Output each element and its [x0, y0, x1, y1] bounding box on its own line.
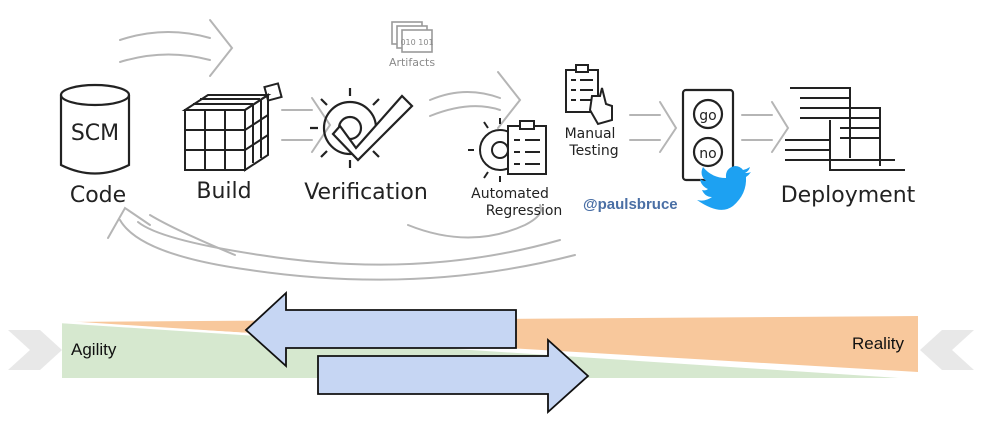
twitter-bird-icon	[697, 166, 751, 210]
stage-code	[59, 83, 131, 175]
reality-label: Reality	[852, 334, 904, 353]
artifacts-label: Artifacts	[389, 56, 435, 69]
flow-arrows	[107, 19, 790, 281]
feedback-arrow-outer	[119, 219, 576, 281]
traffic-light-icon	[681, 88, 735, 182]
stage-label-regression-1: Automated	[471, 186, 549, 202]
flow-arrow-to-gate	[629, 101, 678, 153]
artifacts-icon	[391, 21, 433, 53]
clipboard-hand-icon	[565, 64, 613, 126]
cube-grid-icon	[181, 82, 283, 172]
flow-arrow-build-to-verify	[281, 97, 332, 153]
spectrum-bar	[8, 290, 974, 415]
gear-check-icon	[310, 88, 414, 168]
stage-label-deployment: Deployment	[781, 183, 916, 208]
arrow-toward-reality	[317, 337, 590, 415]
flow-arrow-to-deploy	[741, 101, 790, 153]
flow-arrow-verify-to-regression	[429, 71, 522, 129]
side-arrow-right	[920, 330, 974, 370]
stage-label-manual-2: Testing	[568, 143, 618, 159]
gate-no: no	[699, 146, 716, 162]
gate-go: go	[699, 108, 716, 124]
servers-icon	[785, 87, 905, 171]
arrow-toward-agility	[244, 290, 517, 369]
stage-label-regression-2: Regression	[486, 203, 563, 219]
feedback-arrow-inner	[407, 204, 542, 239]
twitter-handle: @paulsbruce	[583, 196, 678, 213]
stage-label-build: Build	[196, 179, 251, 204]
stage-label-manual-1: Manual	[565, 126, 616, 142]
stage-label-verification: Verification	[304, 180, 428, 205]
stage-label-code: Code	[70, 183, 126, 208]
agility-label: Agility	[71, 340, 117, 359]
artifacts-binary: 010 101	[400, 38, 433, 47]
database-label: SCM	[71, 121, 119, 146]
flow-arrow-code-to-build	[119, 31, 211, 41]
gear-checklist-icon	[468, 118, 547, 182]
database-icon	[59, 83, 131, 175]
side-arrow-left	[8, 330, 62, 370]
